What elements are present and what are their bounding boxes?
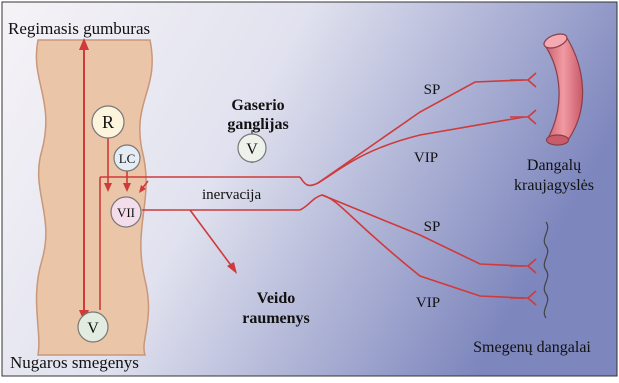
label-brainstem: Regimasis gumburas [8,19,150,38]
node-v-spinal-label: V [87,320,99,337]
label-ganglion-1: Gaserio [231,97,284,114]
label-vessels-1: Dangalų [527,157,582,174]
label-vessels-2: kraujagyslės [514,177,594,194]
node-r: R [92,106,124,138]
label-vip-lower: VIP [416,295,440,311]
label-sp-lower: SP [424,219,441,235]
node-v-spinal: V [78,312,108,342]
node-v-ganglion-label: V [246,141,258,158]
label-facial-2: raumenys [242,310,310,327]
brainstem-column [36,40,152,355]
node-vii-label: VII [117,205,135,220]
label-spinal-cord: Nugaros smegenys [10,353,139,372]
node-r-label: R [102,112,114,132]
label-meninges: Smegenų dangalai [473,339,591,356]
node-vii: VII [111,197,141,227]
node-lc-label: LC [119,151,136,166]
label-vip-upper: VIP [414,150,438,166]
label-sp-upper: SP [424,82,441,98]
label-facial-1: Veido [257,290,296,307]
node-v-ganglion: V [238,134,266,162]
node-lc: LC [114,145,140,171]
label-ganglion-2: ganglijas [227,116,288,133]
label-innervation: inervacija [202,187,261,203]
